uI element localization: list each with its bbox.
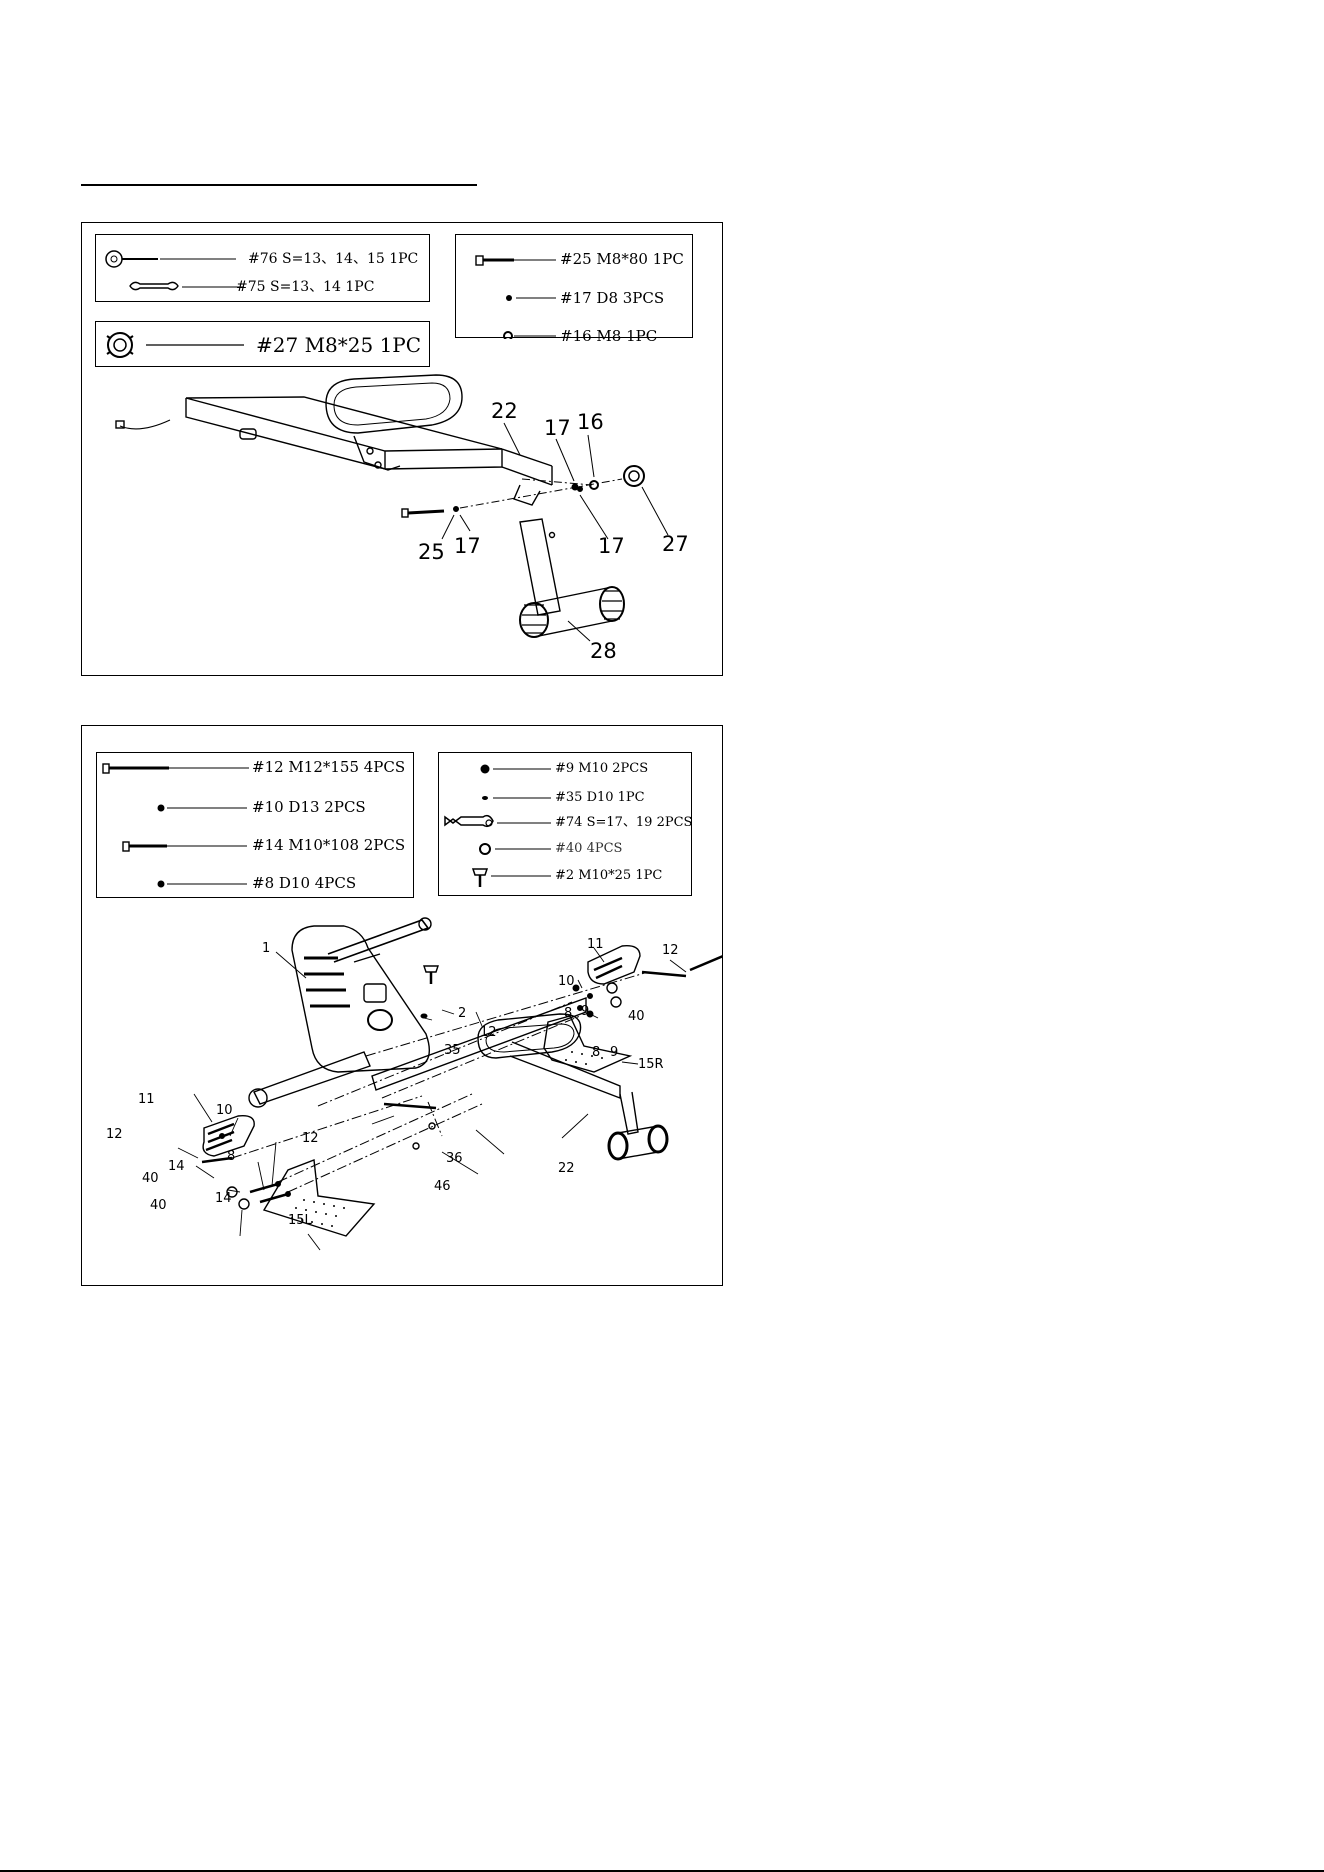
callout-40-top: 40 xyxy=(142,1171,159,1186)
nut-icon xyxy=(480,764,490,774)
callout-17-left: 17 xyxy=(454,534,481,558)
callout-36: 36 xyxy=(446,1151,463,1166)
washer-icon xyxy=(506,295,512,301)
knob-bolt-icon xyxy=(471,868,489,887)
step2-exploded-diagram: 1 2 35 12 11 12 10 9 8 40 8 9 15R 11 10 … xyxy=(106,917,722,1251)
callout-10-right: 10 xyxy=(558,974,575,989)
callout-35: 35 xyxy=(444,1043,461,1058)
hardware-label-17: #17 D8 3PCS xyxy=(560,289,665,307)
step2-panel: #12 M12*155 4PCS #10 D13 2PCS #14 M10*10… xyxy=(81,725,723,1286)
long-bolt-icon xyxy=(102,763,169,774)
wrench-icon xyxy=(444,814,494,828)
seat-rail-drawing xyxy=(115,374,625,638)
step1-hardware-legend: #25 M8*80 1PC #17 D8 3PCS #16 M8 1PC xyxy=(455,234,693,344)
washer-icon xyxy=(482,796,488,800)
step2-hardware-drawing xyxy=(201,955,722,1210)
callout-12-center: 12 xyxy=(480,1025,497,1040)
callout-9-top: 9 xyxy=(581,1004,589,1019)
callout-12-lower: 12 xyxy=(302,1131,319,1146)
step1-leader-lines xyxy=(441,422,669,642)
callout-12-right: 12 xyxy=(662,943,679,958)
hardware-label-12: #12 M12*155 4PCS xyxy=(252,758,406,776)
step1-tools-legend: #76 S=13、14、15 1PC #75 S=13、14 1PC xyxy=(95,234,430,302)
callout-28: 28 xyxy=(590,639,617,663)
callout-1: 1 xyxy=(262,941,270,956)
callout-46: 46 xyxy=(434,1179,451,1194)
callout-11-left: 11 xyxy=(138,1092,155,1107)
page-bottom-rule xyxy=(0,1870,1324,1872)
callout-17-right: 17 xyxy=(598,534,625,558)
hardware-label-25: #25 M8*80 1PC xyxy=(560,250,684,268)
hardware-label-8: #8 D10 4PCS xyxy=(252,874,357,892)
hardware-label-40: #40 4PCS xyxy=(555,841,623,856)
callout-9-bottom: 9 xyxy=(610,1045,618,1060)
step2-callouts: 1 2 35 12 11 12 10 9 8 40 8 9 15R 11 10 … xyxy=(106,937,679,1228)
step1-exploded-diagram: 22 17 16 25 17 17 27 28 xyxy=(115,374,689,663)
cap-nut-icon xyxy=(479,843,491,855)
hardware-label-10: #10 D13 2PCS xyxy=(252,798,366,816)
callout-15R: 15R xyxy=(638,1057,664,1072)
washer-icon xyxy=(157,804,165,812)
step1-callouts: 22 17 16 25 17 17 27 28 xyxy=(418,399,689,663)
step2-assembly-lines xyxy=(231,971,649,1193)
step1-hardware-drawing xyxy=(401,465,645,518)
step2-left-legend: #12 M12*155 4PCS #10 D13 2PCS #14 M10*10… xyxy=(96,752,414,898)
callout-8-bottom: 8 xyxy=(592,1045,600,1060)
tool-label-75: #75 S=13、14 1PC xyxy=(236,279,375,295)
step1-tools-legend-art xyxy=(105,250,244,291)
callout-40-bottom: 40 xyxy=(150,1198,167,1213)
hardware-label-74: #74 S=17、19 2PCS xyxy=(555,815,693,830)
hardware-label-16: #16 M8 1PC xyxy=(560,327,658,345)
step1-knob-legend-art xyxy=(106,332,244,358)
hardware-label-14: #14 M10*108 2PCS xyxy=(252,836,406,854)
washer-icon xyxy=(157,880,165,888)
callout-8-top: 8 xyxy=(564,1006,572,1021)
callout-2: 2 xyxy=(458,1006,466,1021)
callout-11-right: 11 xyxy=(587,937,604,952)
knob-icon xyxy=(106,332,134,358)
tool-label-76: #76 S=13、14、15 1PC xyxy=(248,251,419,267)
callout-22: 22 xyxy=(491,399,518,423)
step1-hardware-legend-art xyxy=(475,255,556,339)
rower-drawing xyxy=(202,917,669,1237)
hardware-label-35: #35 D10 1PC xyxy=(555,790,645,805)
step2-left-legend-art xyxy=(102,763,249,888)
callout-27: 27 xyxy=(662,532,689,556)
callout-16: 16 xyxy=(577,410,604,434)
wrench-icon xyxy=(129,281,179,291)
callout-22-step2: 22 xyxy=(558,1161,575,1176)
callout-14-top: 14 xyxy=(168,1159,185,1174)
callout-17-top: 17 xyxy=(544,416,571,440)
callout-25: 25 xyxy=(418,540,445,564)
step2-right-legend-art xyxy=(444,764,551,887)
bolt-icon xyxy=(475,255,514,266)
section-heading-rule xyxy=(81,184,477,186)
knob-label-27: #27 M8*25 1PC xyxy=(256,333,422,357)
hardware-label-2: #2 M10*25 1PC xyxy=(555,868,663,883)
callout-10-left: 10 xyxy=(216,1103,233,1118)
step2-leader-lines xyxy=(177,947,687,1251)
nut-icon xyxy=(503,331,513,339)
callout-12-left: 12 xyxy=(106,1127,123,1142)
multi-wrench-icon xyxy=(105,250,158,268)
callout-8-left: 8 xyxy=(227,1149,235,1164)
step1-panel: #76 S=13、14、15 1PC #75 S=13、14 1PC #27 M… xyxy=(81,222,723,676)
callout-15L: 15L xyxy=(288,1213,313,1228)
step2-right-legend: #9 M10 2PCS #35 D10 1PC #74 S=17、19 2PCS… xyxy=(438,752,692,896)
hardware-label-9: #9 M10 2PCS xyxy=(555,761,649,776)
plate-texture xyxy=(291,1051,603,1227)
callout-14-bottom: 14 xyxy=(215,1191,232,1206)
bolt-icon xyxy=(122,841,167,852)
step1-knob-legend: #27 M8*25 1PC xyxy=(95,321,430,367)
callout-40-right: 40 xyxy=(628,1009,645,1024)
